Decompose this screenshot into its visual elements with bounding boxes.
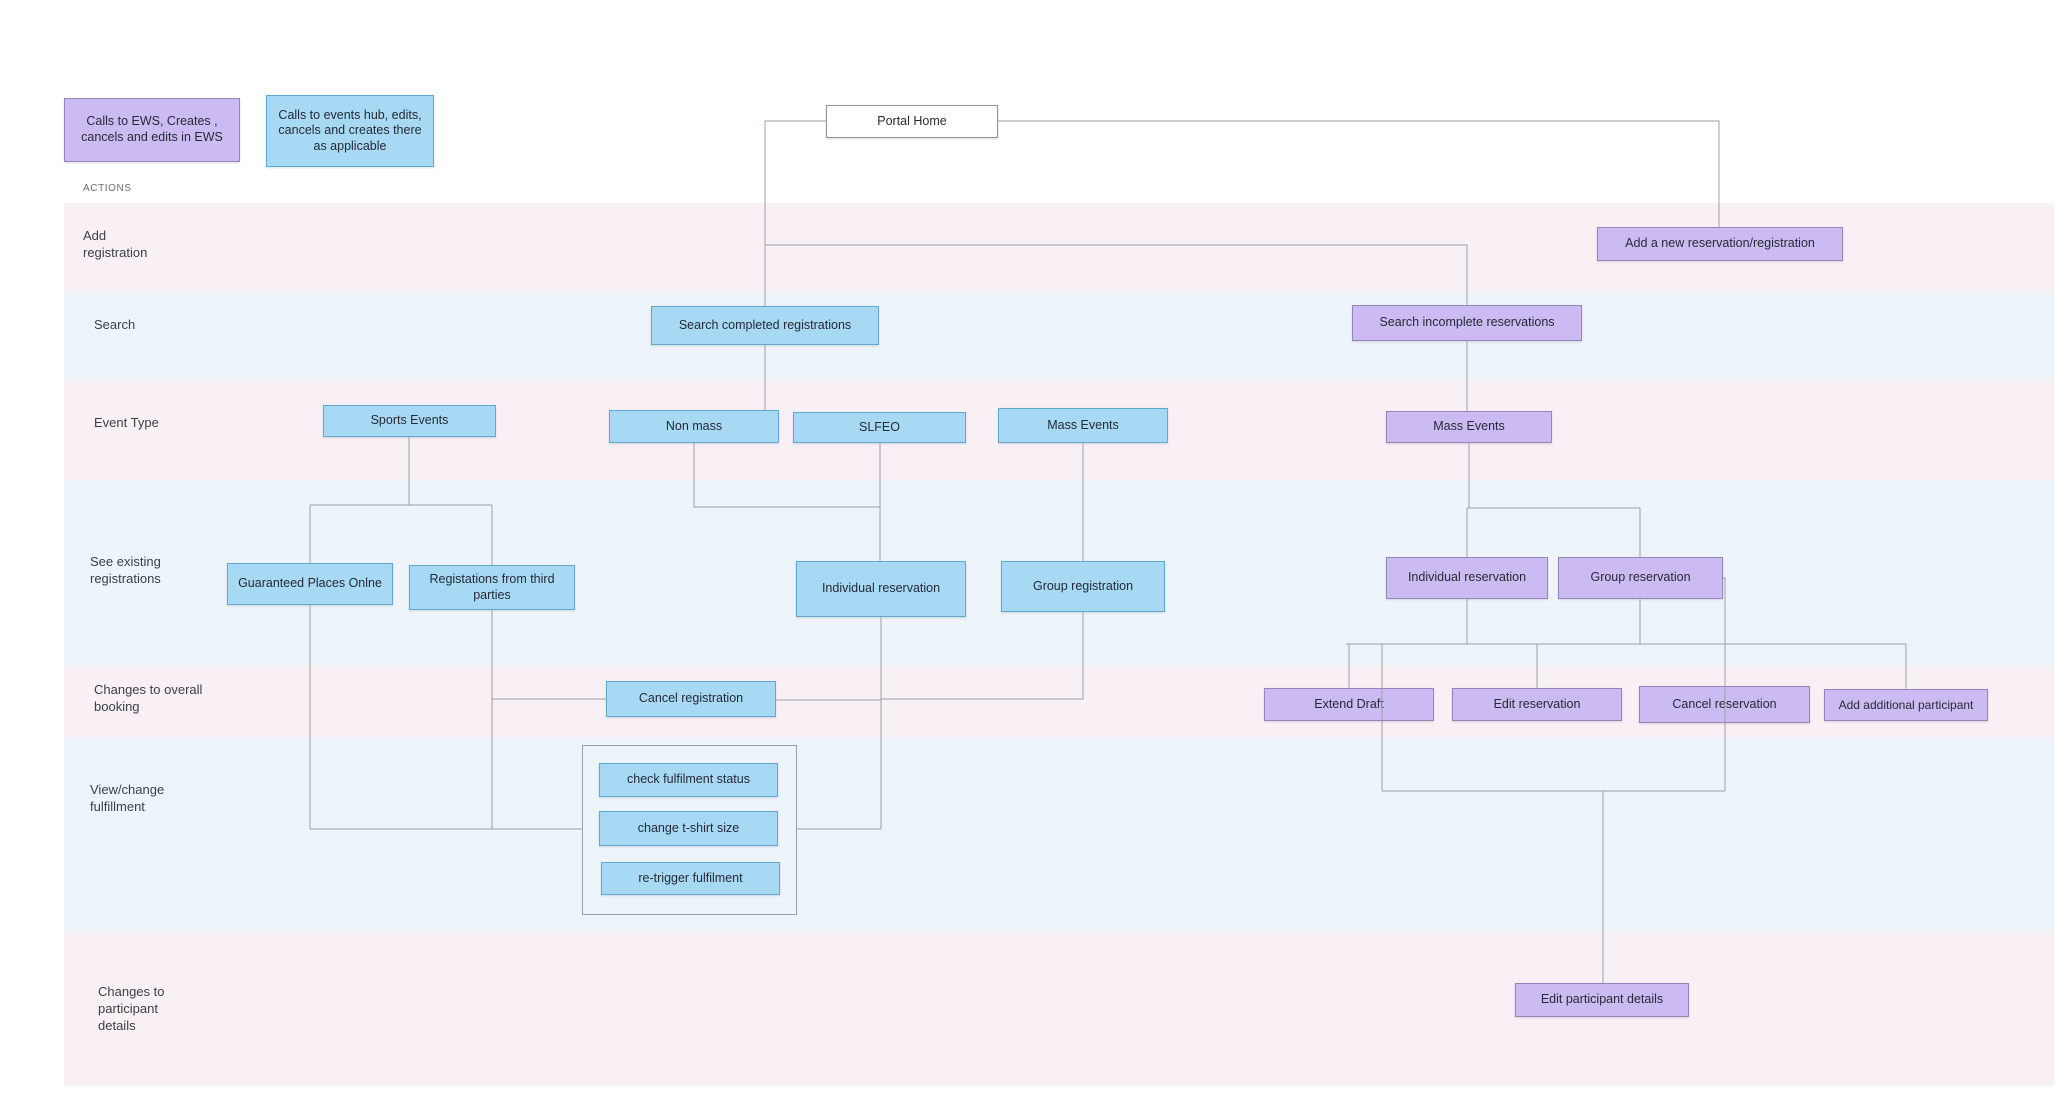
row-label-fulfillment: View/change fulfillment <box>90 782 165 815</box>
node-guaranteed-places-online[interactable]: Guaranteed Places Onlne <box>227 563 393 605</box>
node-non-mass[interactable]: Non mass <box>609 410 779 443</box>
row-label-participant-details: Changes to participant details <box>98 984 165 1034</box>
node-portal-home[interactable]: Portal Home <box>826 105 998 138</box>
node-extend-draft[interactable]: Extend Draft <box>1264 688 1434 721</box>
band-changes-participant-details <box>64 933 2054 1086</box>
node-add-additional-participant[interactable]: Add additional participant <box>1824 689 1988 721</box>
node-edit-reservation[interactable]: Edit reservation <box>1452 688 1622 721</box>
band-view-change-fulfillment <box>64 737 2054 933</box>
row-label-search: Search <box>94 317 136 332</box>
node-mass-events-purple[interactable]: Mass Events <box>1386 411 1552 443</box>
node-slfeo[interactable]: SLFEO <box>793 412 966 443</box>
node-retrigger-fulfilment[interactable]: re-trigger fulfilment <box>601 862 780 895</box>
band-search <box>64 291 2054 381</box>
row-label-add-registration: Add registration <box>83 228 148 261</box>
node-add-new-reservation-registration[interactable]: Add a new reservation/registration <box>1597 227 1843 261</box>
legend-ews-note[interactable]: Calls to EWS, Creates , cancels and edit… <box>64 98 240 162</box>
node-individual-reservation-blue[interactable]: Individual reservation <box>796 561 966 617</box>
node-registrations-third-parties[interactable]: Registations from third parties <box>409 565 575 610</box>
node-check-fulfilment-status[interactable]: check fulfilment status <box>599 763 778 797</box>
actions-header: ACTIONS <box>83 183 132 194</box>
node-sports-events[interactable]: Sports Events <box>323 405 496 437</box>
node-cancel-reservation[interactable]: Cancel reservation <box>1639 686 1810 723</box>
node-edit-participant-details[interactable]: Edit participant details <box>1515 983 1689 1017</box>
row-label-event-type: Event Type <box>94 415 159 430</box>
node-cancel-registration[interactable]: Cancel registration <box>606 681 776 717</box>
fulfillment-group-container[interactable] <box>582 745 797 915</box>
node-group-reservation[interactable]: Group reservation <box>1558 557 1723 599</box>
node-group-registration[interactable]: Group registration <box>1001 561 1165 612</box>
legend-events-hub-note[interactable]: Calls to events hub, edits, cancels and … <box>266 95 434 167</box>
row-label-see-existing: See existing registrations <box>90 554 161 587</box>
row-label-overall-booking: Changes to overall booking <box>94 682 203 715</box>
node-change-tshirt-size[interactable]: change t-shirt size <box>599 811 778 846</box>
node-search-incomplete-reservations[interactable]: Search incomplete reservations <box>1352 305 1582 341</box>
node-individual-reservation-purple[interactable]: Individual reservation <box>1386 557 1548 599</box>
node-search-completed-registrations[interactable]: Search completed registrations <box>651 306 879 345</box>
node-mass-events-blue[interactable]: Mass Events <box>998 408 1168 443</box>
